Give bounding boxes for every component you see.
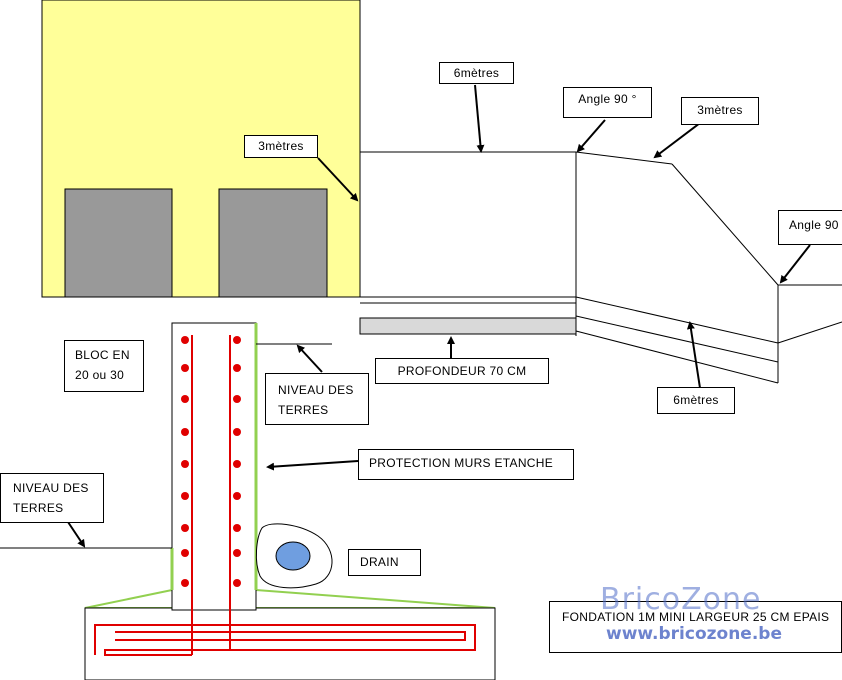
drain-pipe-icon: [275, 541, 311, 571]
watermark-url: www.bricozone.be: [606, 624, 782, 644]
label-protection: PROTECTION MURS ETANCHE: [358, 449, 574, 480]
footing-slab-slope: [84, 589, 496, 609]
garage-door-right: [218, 188, 328, 298]
label-fondation: FONDATION 1M MINI LARGEUR 25 CM EPAIS: [549, 601, 842, 653]
label-profondeur: PROFONDEUR 70 CM: [375, 358, 549, 384]
callout-arrows: [67, 84, 811, 548]
footing-slab: [84, 607, 496, 680]
label-six-metres-bottom: 6mètres: [657, 387, 735, 414]
rebar-dots-right: [233, 336, 241, 587]
trench-depth: [359, 317, 577, 335]
watermark-brand: BricoZone: [600, 582, 762, 617]
label-three-metres-right: 3mètres: [681, 97, 759, 125]
label-six-metres-top: 6mètres: [439, 62, 514, 84]
label-three-metres-left: 3mètres: [244, 135, 318, 158]
label-angle-90-b: Angle 90: [778, 210, 842, 245]
garage-door-left: [64, 188, 173, 298]
label-drain: DRAIN: [348, 549, 421, 576]
label-angle-90-a: Angle 90 °: [563, 87, 652, 118]
rebar-cage: [94, 335, 476, 656]
rebar-dots-left: [181, 336, 189, 587]
plan-outline: [360, 151, 842, 384]
